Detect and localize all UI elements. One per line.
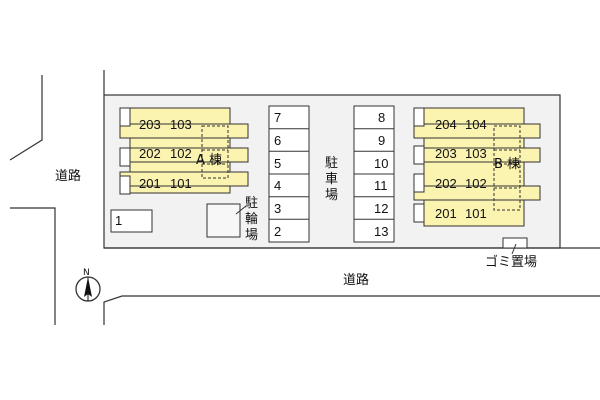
svg-text:駐: 駐 <box>245 196 258 211</box>
garbage-label: ゴミ置場 <box>485 254 537 270</box>
svg-text:場: 場 <box>245 228 258 243</box>
road-left-label: 道路 <box>55 168 81 184</box>
parking-spot-1-label: 1 <box>115 213 122 228</box>
svg-text:駐: 駐 <box>325 156 338 171</box>
parking-spot-10: 10 <box>374 156 388 171</box>
bicycle-leader-line <box>235 205 247 215</box>
parking-label: 駐 車 場 <box>325 156 338 203</box>
building-b-label: B 棟 <box>494 157 520 172</box>
b-203: 203 <box>435 146 457 161</box>
b-201: 201 <box>435 206 457 221</box>
parking-spot-7: 7 <box>274 110 281 125</box>
bicycle-parking-label: 駐 輪 場 <box>245 196 258 243</box>
a-203: 203 <box>139 117 161 132</box>
parking-left-column <box>268 105 310 243</box>
building-b <box>413 107 541 227</box>
road-bottom-label: 道路 <box>343 272 369 288</box>
parking-spot-4: 4 <box>274 178 281 193</box>
svg-text:車: 車 <box>325 172 338 187</box>
north-label: N <box>83 268 90 278</box>
a-201: 201 <box>139 176 161 191</box>
b-102: 102 <box>465 176 487 191</box>
parking-spot-13: 13 <box>374 224 388 239</box>
b-103: 103 <box>465 146 487 161</box>
svg-text:輪: 輪 <box>245 211 258 227</box>
bicycle-parking-box <box>206 203 241 238</box>
north-arrow-icon <box>75 276 101 302</box>
parking-spot-2: 2 <box>274 224 281 239</box>
garbage-leader-line <box>511 243 517 255</box>
parking-spot-9: 9 <box>378 133 385 148</box>
building-a <box>119 107 249 195</box>
b-101: 101 <box>465 206 487 221</box>
parking-spot-3: 3 <box>274 201 281 216</box>
a-102: 102 <box>170 146 192 161</box>
parking-spot-1 <box>110 209 153 233</box>
a-202: 202 <box>139 146 161 161</box>
b-204: 204 <box>435 117 457 132</box>
a-101: 101 <box>170 176 192 191</box>
parking-spot-11: 11 <box>374 178 388 193</box>
building-a-label: A 棟 <box>196 153 222 168</box>
b-202: 202 <box>435 176 457 191</box>
svg-text:場: 場 <box>325 188 338 203</box>
b-104: 104 <box>465 117 487 132</box>
parking-spot-12: 12 <box>374 201 388 216</box>
garbage-box <box>502 237 528 249</box>
parking-spot-6: 6 <box>274 133 281 148</box>
parking-spot-8: 8 <box>378 110 385 125</box>
parking-spot-5: 5 <box>274 156 281 171</box>
parking-right-column <box>353 105 395 243</box>
a-103: 103 <box>170 117 192 132</box>
